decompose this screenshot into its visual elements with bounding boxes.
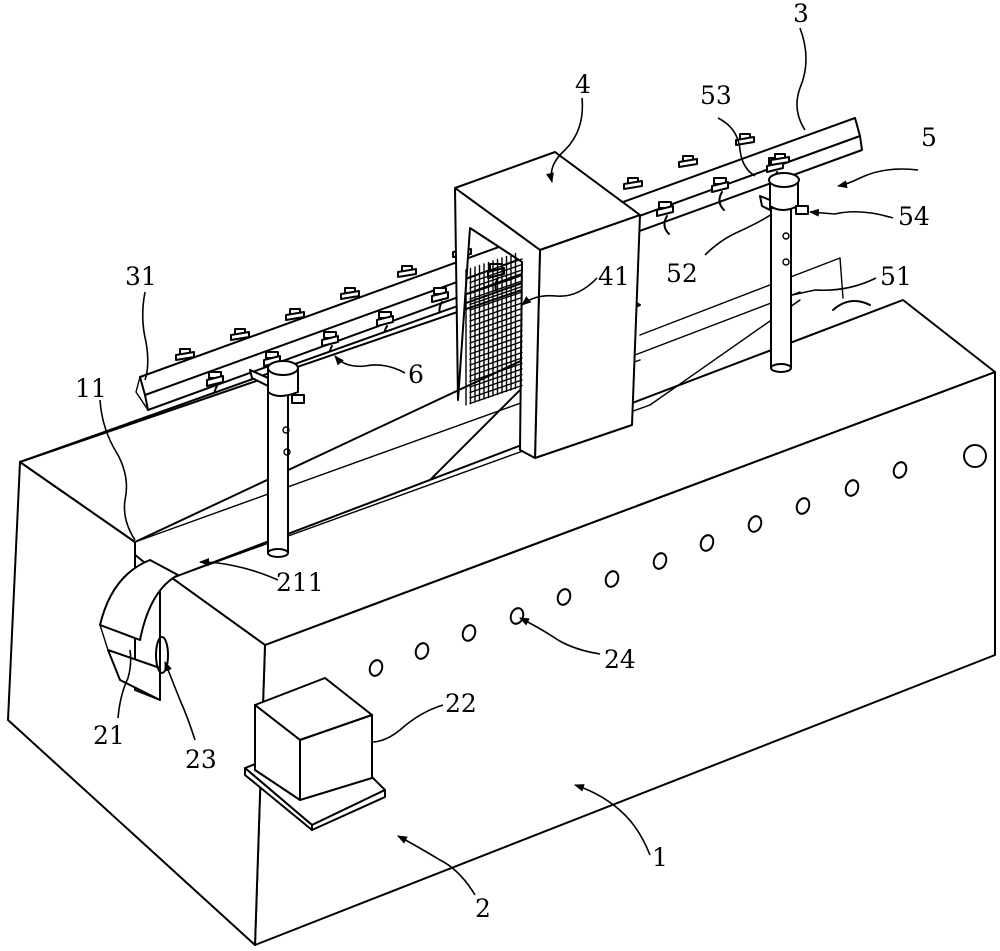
bristle — [469, 357, 523, 377]
post-left — [249, 360, 305, 558]
bristle — [469, 329, 523, 350]
bristle — [469, 302, 523, 322]
bristle — [469, 340, 523, 361]
label-51: 51 — [880, 262, 912, 291]
nozzle-cap — [770, 153, 790, 166]
bristle — [469, 368, 523, 388]
outlet-hole — [892, 461, 908, 479]
post-right — [759, 172, 809, 373]
label-22: 22 — [445, 689, 477, 718]
bristle — [469, 269, 523, 289]
nozzle-cap — [623, 177, 643, 190]
outlet-hole — [795, 497, 811, 515]
label-11: 11 — [75, 374, 107, 403]
label-54: 54 — [898, 202, 930, 231]
bristle — [469, 335, 523, 355]
label-211: 211 — [276, 568, 324, 597]
outlet-hole — [699, 534, 715, 552]
nozzle-cap — [678, 155, 698, 168]
label-23: 23 — [185, 745, 217, 774]
nozzle-cap — [397, 265, 417, 278]
outlet-hole — [604, 570, 620, 588]
bristle — [469, 362, 523, 383]
label-1: 1 — [652, 843, 668, 872]
label-4: 4 — [575, 70, 591, 99]
roller-21 — [99, 559, 179, 701]
bristle — [469, 263, 523, 284]
outlet-hole — [414, 642, 430, 660]
bristle — [469, 313, 523, 333]
label-24: 24 — [604, 645, 636, 674]
callouts: 3 4 5 53 54 52 51 41 6 31 11 211 21 23 2… — [75, 0, 937, 923]
nozzle-cap — [735, 133, 755, 146]
outlet-hole — [461, 624, 477, 642]
bristle — [469, 291, 523, 311]
bristle — [469, 373, 523, 394]
label-6: 6 — [408, 360, 424, 389]
main-tank — [7, 269, 996, 946]
label-5: 5 — [921, 123, 937, 152]
bristle — [469, 318, 523, 339]
nozzle-cap — [175, 348, 195, 361]
label-52: 52 — [666, 259, 698, 288]
bristle — [469, 379, 523, 399]
bristle — [469, 324, 523, 344]
bristle — [469, 346, 523, 366]
nozzle-cap — [230, 328, 250, 341]
nozzle-cap — [285, 308, 305, 321]
outlet-hole — [844, 479, 860, 497]
bristle — [469, 274, 523, 295]
bristle — [469, 307, 523, 328]
bristle — [469, 296, 523, 317]
nozzle — [656, 201, 674, 235]
bristle — [469, 351, 523, 372]
outlet-hole — [556, 588, 572, 606]
bristle — [469, 384, 523, 405]
outlet-hole — [747, 515, 763, 533]
label-53: 53 — [700, 81, 732, 110]
label-21: 21 — [93, 721, 125, 750]
bristle — [469, 258, 523, 278]
housing-4 — [454, 151, 641, 459]
outlet-hole — [368, 659, 384, 677]
bristle — [469, 280, 523, 300]
nozzle — [711, 177, 729, 211]
bristle — [469, 285, 523, 306]
label-3: 3 — [793, 0, 809, 28]
nozzle-cap — [340, 287, 360, 300]
outlet-hole — [652, 552, 668, 570]
label-31: 31 — [125, 262, 157, 291]
motor-22 — [244, 677, 386, 831]
label-2: 2 — [475, 894, 491, 923]
label-41: 41 — [598, 262, 630, 291]
outlet-holes — [368, 461, 908, 677]
